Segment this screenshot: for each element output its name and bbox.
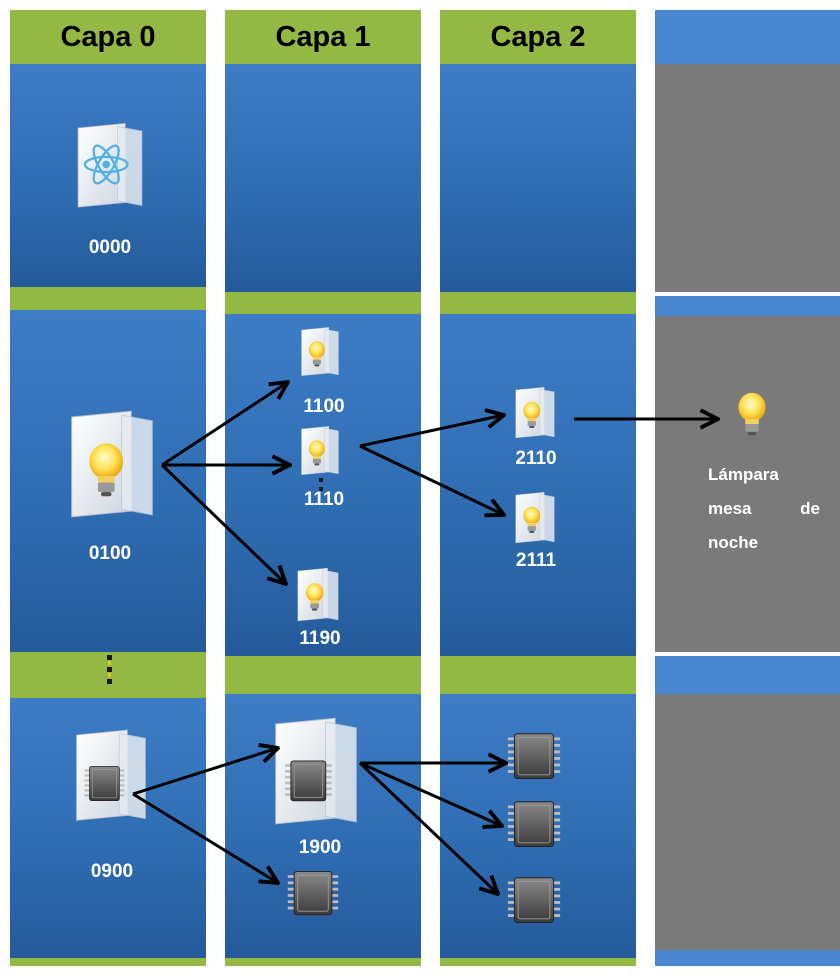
node-label-0100: 0100 [88, 543, 132, 564]
column-header: Capa 0 [60, 20, 156, 53]
lightbulb-folder-icon [298, 422, 342, 480]
node-label-1190: 1190 [299, 628, 341, 649]
node-label-1110: 1110 [303, 489, 345, 510]
node-label-1900: 1900 [298, 837, 342, 858]
lightbulb-folder-icon [64, 405, 160, 525]
device-line-3: noche [708, 533, 759, 552]
lightbulb-folder-icon [298, 322, 342, 382]
microchip-icon [506, 798, 562, 854]
panel-row-1 [440, 64, 636, 292]
microchip-icon [506, 874, 562, 930]
microchip-folder-icon [268, 708, 364, 836]
lightbulb-folder-icon [512, 382, 558, 444]
device-description: Lámpara mesa de noche [708, 458, 820, 560]
panel-row-1 [225, 64, 421, 292]
microchip-icon [286, 868, 340, 922]
lightbulb-folder-icon [294, 564, 342, 626]
node-label-2110: 2110 [515, 448, 557, 469]
divider-bar [655, 950, 840, 966]
atom-folder-icon [72, 112, 148, 220]
column-header: Capa 2 [490, 20, 586, 53]
divider-bar [655, 296, 840, 316]
node-label-2111: 2111 [515, 550, 557, 571]
lightbulb-folder-icon [512, 487, 558, 549]
device-line-1: Lámpara [708, 465, 779, 484]
column-devices [655, 10, 840, 966]
column-header [655, 10, 840, 64]
lightbulb-icon [735, 390, 769, 438]
divider-bar [655, 656, 840, 694]
node-label-0900: 0900 [90, 861, 134, 882]
node-label-1100: 1100 [303, 396, 345, 417]
gray-panel-row-1 [655, 64, 840, 292]
microchip-folder-icon [70, 712, 152, 840]
microchip-icon [506, 730, 562, 786]
gray-panel-row-3 [655, 694, 840, 950]
device-line-2: mesa de [708, 499, 820, 518]
node-label-0000: 0000 [88, 237, 132, 258]
panel-row-2 [440, 314, 636, 656]
column-header: Capa 1 [275, 20, 371, 53]
gray-panel-row-2 [655, 316, 840, 652]
